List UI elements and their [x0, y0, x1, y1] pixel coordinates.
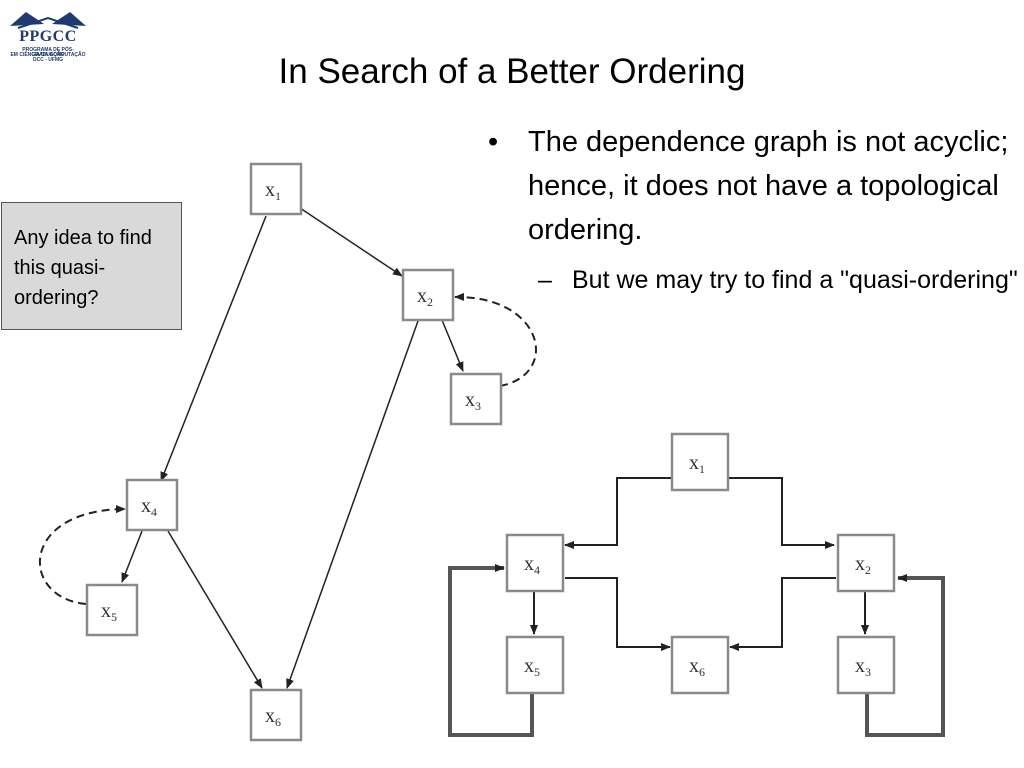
svg-text:x6: x6: [265, 705, 281, 729]
node-sub: 6: [699, 665, 705, 679]
node-sub: 1: [699, 462, 705, 476]
node-sub: 3: [475, 399, 481, 413]
svg-text:x4: x4: [141, 495, 157, 519]
left-edge-x4-x5: [121, 530, 143, 583]
left-edge-x2-x3: [441, 319, 464, 372]
bullet-main-text: The dependence graph is not acyclic; hen…: [528, 126, 1009, 246]
bullet-main: • The dependence graph is not acyclic; h…: [488, 120, 1018, 252]
node-letter: x: [417, 285, 427, 307]
node-letter: x: [465, 389, 475, 411]
left-edge-x4-x6: [167, 530, 263, 689]
node-letter: x: [855, 553, 865, 575]
node-sub: 1: [275, 189, 281, 203]
right-node-x3: x3: [836, 635, 896, 695]
left-graph-edges: [39, 207, 537, 689]
left-node-x2: x2: [401, 268, 455, 322]
node-letter: x: [101, 600, 111, 622]
svg-text:x2: x2: [417, 285, 433, 309]
right-edge-x1-x2: [729, 477, 835, 549]
svg-text:x6: x6: [689, 655, 705, 679]
right-edge-x5-x4-thick: [448, 564, 534, 737]
dash-glyph: –: [538, 266, 552, 294]
left-edge-x3-x2-dashed: [454, 292, 537, 387]
left-node-x3: x3: [449, 372, 503, 426]
node-letter: x: [265, 179, 275, 201]
node-letter: x: [141, 495, 151, 517]
node-letter: x: [689, 452, 699, 474]
right-node-x4: x4: [505, 533, 565, 593]
svg-text:x5: x5: [524, 655, 540, 679]
right-node-x6: x6: [670, 635, 730, 695]
question-note: Any idea to find this quasi-ordering?: [1, 202, 182, 330]
node-sub: 2: [865, 563, 871, 577]
node-letter: x: [265, 705, 275, 727]
right-edge-x4-x6: [565, 577, 671, 651]
svg-text:x1: x1: [265, 179, 281, 203]
logo-line2: EM CIÊNCIA DA COMPUTAÇÃO: [10, 52, 86, 58]
node-sub: 6: [275, 715, 281, 729]
logo-wings-icon: [10, 12, 86, 29]
right-edge-x1-x4: [564, 477, 672, 549]
right-node-x1: x1: [670, 432, 730, 492]
svg-text:x3: x3: [855, 655, 871, 679]
node-sub: 4: [534, 563, 540, 577]
logo-line3: DCC - UFMG: [33, 57, 63, 63]
node-letter: x: [689, 655, 699, 677]
left-graph-nodes: x1 x2 x3 x4 x5 x6: [85, 162, 503, 742]
svg-text:x3: x3: [465, 389, 481, 413]
right-edge-x3-x2-thick: [865, 574, 945, 737]
bullet-sub-text: But we may try to find a "quasi-ordering…: [572, 266, 1018, 294]
svg-text:x4: x4: [524, 553, 540, 577]
right-graph-nodes: x1 x4 x2 x5 x6 x3: [505, 432, 896, 695]
node-letter: x: [524, 655, 534, 677]
node-sub: 5: [534, 665, 540, 679]
node-sub: 4: [151, 505, 157, 519]
bullet-list: • The dependence graph is not acyclic; h…: [488, 120, 1018, 300]
left-node-x6: x6: [249, 688, 303, 742]
bullet-sub: – But we may try to find a "quasi-orderi…: [488, 260, 1018, 300]
right-edge-x2-x6: [729, 577, 836, 651]
page-title: In Search of a Better Ordering: [278, 52, 746, 91]
logo-text: PPGCC: [19, 28, 77, 45]
logo-line1: PROGRAMA DE PÓS-GRADUAÇÃO: [22, 47, 74, 58]
node-letter: x: [524, 553, 534, 575]
svg-text:x1: x1: [689, 452, 705, 476]
left-node-x1: x1: [249, 162, 303, 216]
svg-text:x5: x5: [101, 600, 117, 624]
right-graph-edges: [448, 477, 945, 737]
left-edge-x5-x4-dashed: [39, 505, 126, 605]
node-sub: 3: [865, 665, 871, 679]
node-sub: 5: [111, 610, 117, 624]
left-edge-x1-x2: [299, 207, 403, 277]
right-node-x2: x2: [836, 533, 896, 593]
bullet-glyph: •: [488, 126, 499, 158]
left-node-x4: x4: [125, 478, 179, 532]
right-node-x5: x5: [505, 635, 565, 695]
node-sub: 2: [427, 295, 433, 309]
left-edge-x2-x6: [286, 320, 419, 689]
svg-text:x2: x2: [855, 553, 871, 577]
node-letter: x: [855, 655, 865, 677]
ppgcc-logo: PPGCC PROGRAMA DE PÓS-GRADUAÇÃO EM CIÊNC…: [6, 6, 90, 66]
left-node-x5: x5: [85, 583, 139, 637]
left-edge-x1-x4: [160, 215, 267, 482]
